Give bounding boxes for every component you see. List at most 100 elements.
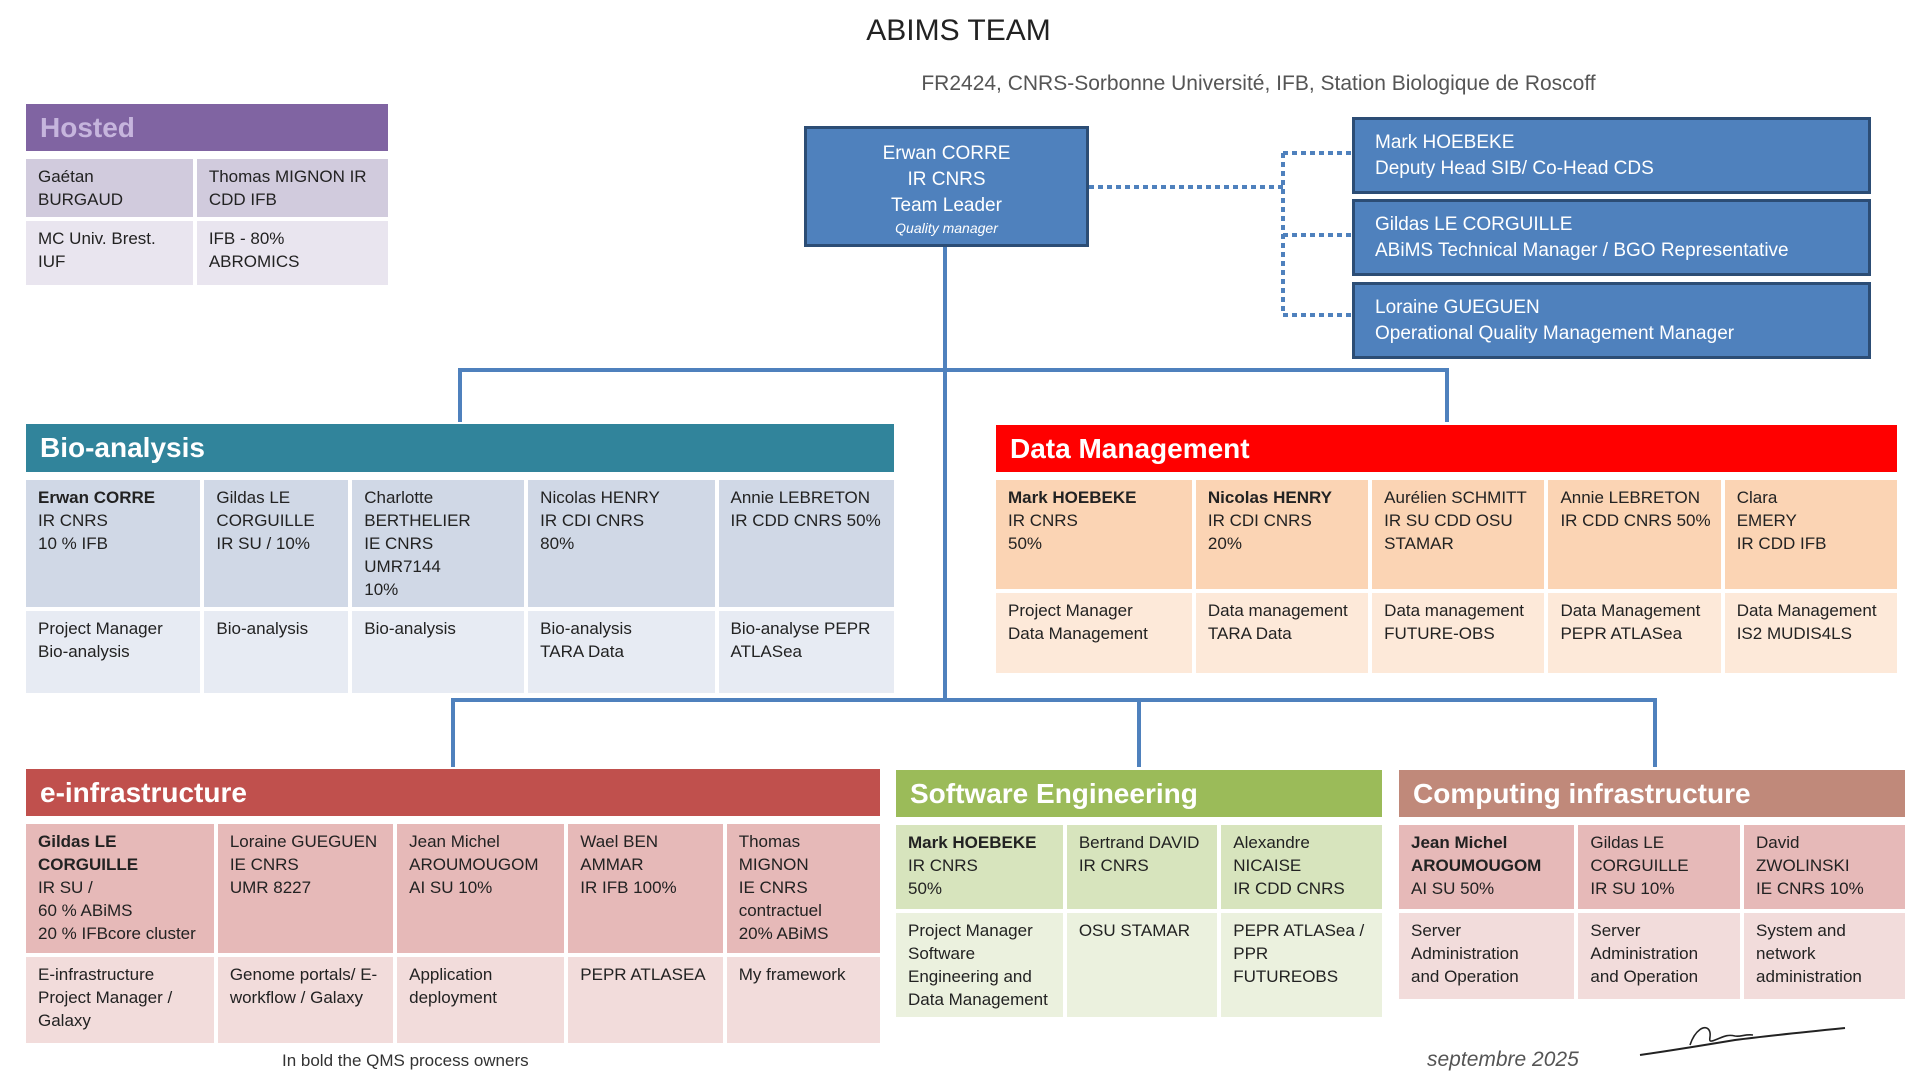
member-task: My framework <box>726 957 880 1043</box>
e-infrastructure-header: e-infrastructure <box>26 769 880 816</box>
deputy-role: Deputy Head SIB/ Co-Head CDS <box>1375 158 1654 179</box>
team-leader-box: Erwan CORRE IR CNRS Team Leader Quality … <box>804 126 1089 247</box>
deputy-box-3: Loraine GUEGUEN Operational Quality Mana… <box>1352 282 1871 359</box>
branch-top <box>458 368 1449 422</box>
member-name: Mark HOEBEKE <box>1008 488 1137 507</box>
member-task: Genome portals/ E-workflow / Galaxy <box>217 957 394 1043</box>
deputy-name: Loraine GUEGUEN <box>1375 297 1540 318</box>
leader-role: Quality manager <box>895 220 998 236</box>
computing-infrastructure-header: Computing infrastructure <box>1399 770 1905 817</box>
hosted-cell: MC Univ. Brest.IUF <box>26 221 193 285</box>
member-task: Bio-analysis <box>352 611 525 693</box>
footer-note: In bold the QMS process owners <box>282 1051 529 1070</box>
deputy-role: Operational Quality Management Manager <box>1375 323 1735 344</box>
software-engineering-header: Software Engineering <box>896 770 1382 817</box>
deputy-name: Mark HOEBEKE <box>1375 132 1515 153</box>
member-name: Erwan CORRE <box>38 488 156 507</box>
branch-bottom <box>451 698 1657 767</box>
footer-date: septembre 2025 <box>1427 1048 1579 1071</box>
page-title: ABIMS TEAM <box>866 14 1051 47</box>
deputy-role: ABiMS Technical Manager / BGO Representa… <box>1375 240 1789 261</box>
member-task: PEPR ATLASEA <box>568 957 723 1043</box>
member-task: Bio-analysis <box>204 611 349 693</box>
member-name: Nicolas HENRY <box>1207 488 1332 507</box>
member-info: IR CDI CNRS 20% <box>1207 511 1312 553</box>
hosted-cell: IFB - 80% ABROMICS <box>196 221 388 285</box>
data-management-header: Data Management <box>996 425 1897 472</box>
bio-analysis-header: Bio-analysis <box>26 424 894 472</box>
hosted-cell: Gaétan BURGAUD <box>26 159 193 217</box>
member-task: OSU STAMAR <box>1066 913 1218 1017</box>
leader-title: Team Leader <box>891 195 1002 216</box>
member-name: Mark HOEBEKE <box>908 833 1037 852</box>
member-info: AI SU 50% <box>1411 879 1495 898</box>
member-name: Gildas LE CORGUILLE <box>38 832 139 874</box>
leader-status: IR CNRS <box>907 169 986 190</box>
leader-name: Erwan CORRE <box>882 143 1011 164</box>
deputy-box-1: Mark HOEBEKE Deputy Head SIB/ Co-Head CD… <box>1352 117 1871 194</box>
hosted-header: Hosted <box>26 104 388 151</box>
deputy-box-2: Gildas LE CORGUILLE ABiMS Technical Mana… <box>1352 199 1871 276</box>
deputy-name: Gildas LE CORGUILLE <box>1375 214 1573 235</box>
page-subtitle: FR2424, CNRS-Sorbonne Université, IFB, S… <box>921 72 1596 95</box>
